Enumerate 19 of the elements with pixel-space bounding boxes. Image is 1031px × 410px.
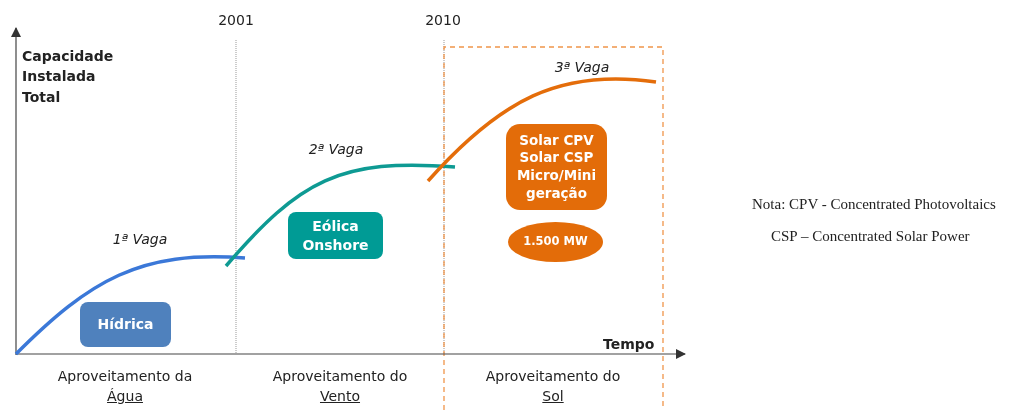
period-label: Aproveitamento da bbox=[57, 368, 193, 384]
period-label: Vento bbox=[320, 388, 360, 404]
value-ellipse: 1.500 MW bbox=[508, 222, 603, 262]
year-label: 2001 bbox=[218, 12, 254, 28]
period-label: Aproveitamento do bbox=[272, 368, 408, 384]
axis-title: Capacidade Instalada Total bbox=[22, 47, 115, 107]
category-box: Solar CPV Solar CSP Micro/Mini geração bbox=[506, 124, 607, 210]
period-label: Sol bbox=[542, 388, 564, 404]
period-label: Água bbox=[107, 388, 143, 404]
year-label: 2010 bbox=[425, 12, 461, 28]
axis-title: Tempo bbox=[603, 336, 655, 352]
period-label: Aproveitamento do bbox=[485, 368, 621, 384]
category-box: Eólica Onshore bbox=[288, 212, 383, 259]
wave-label: 2ª Vaga bbox=[308, 141, 364, 157]
note-text: Nota: CPV - Concentrated Photovoltaics bbox=[752, 196, 996, 213]
wave-label: 1ª Vaga bbox=[112, 231, 168, 247]
note-text: CSP – Concentrated Solar Power bbox=[771, 228, 970, 245]
wave-label: 3ª Vaga bbox=[554, 59, 610, 75]
category-box: Hídrica bbox=[80, 302, 171, 347]
